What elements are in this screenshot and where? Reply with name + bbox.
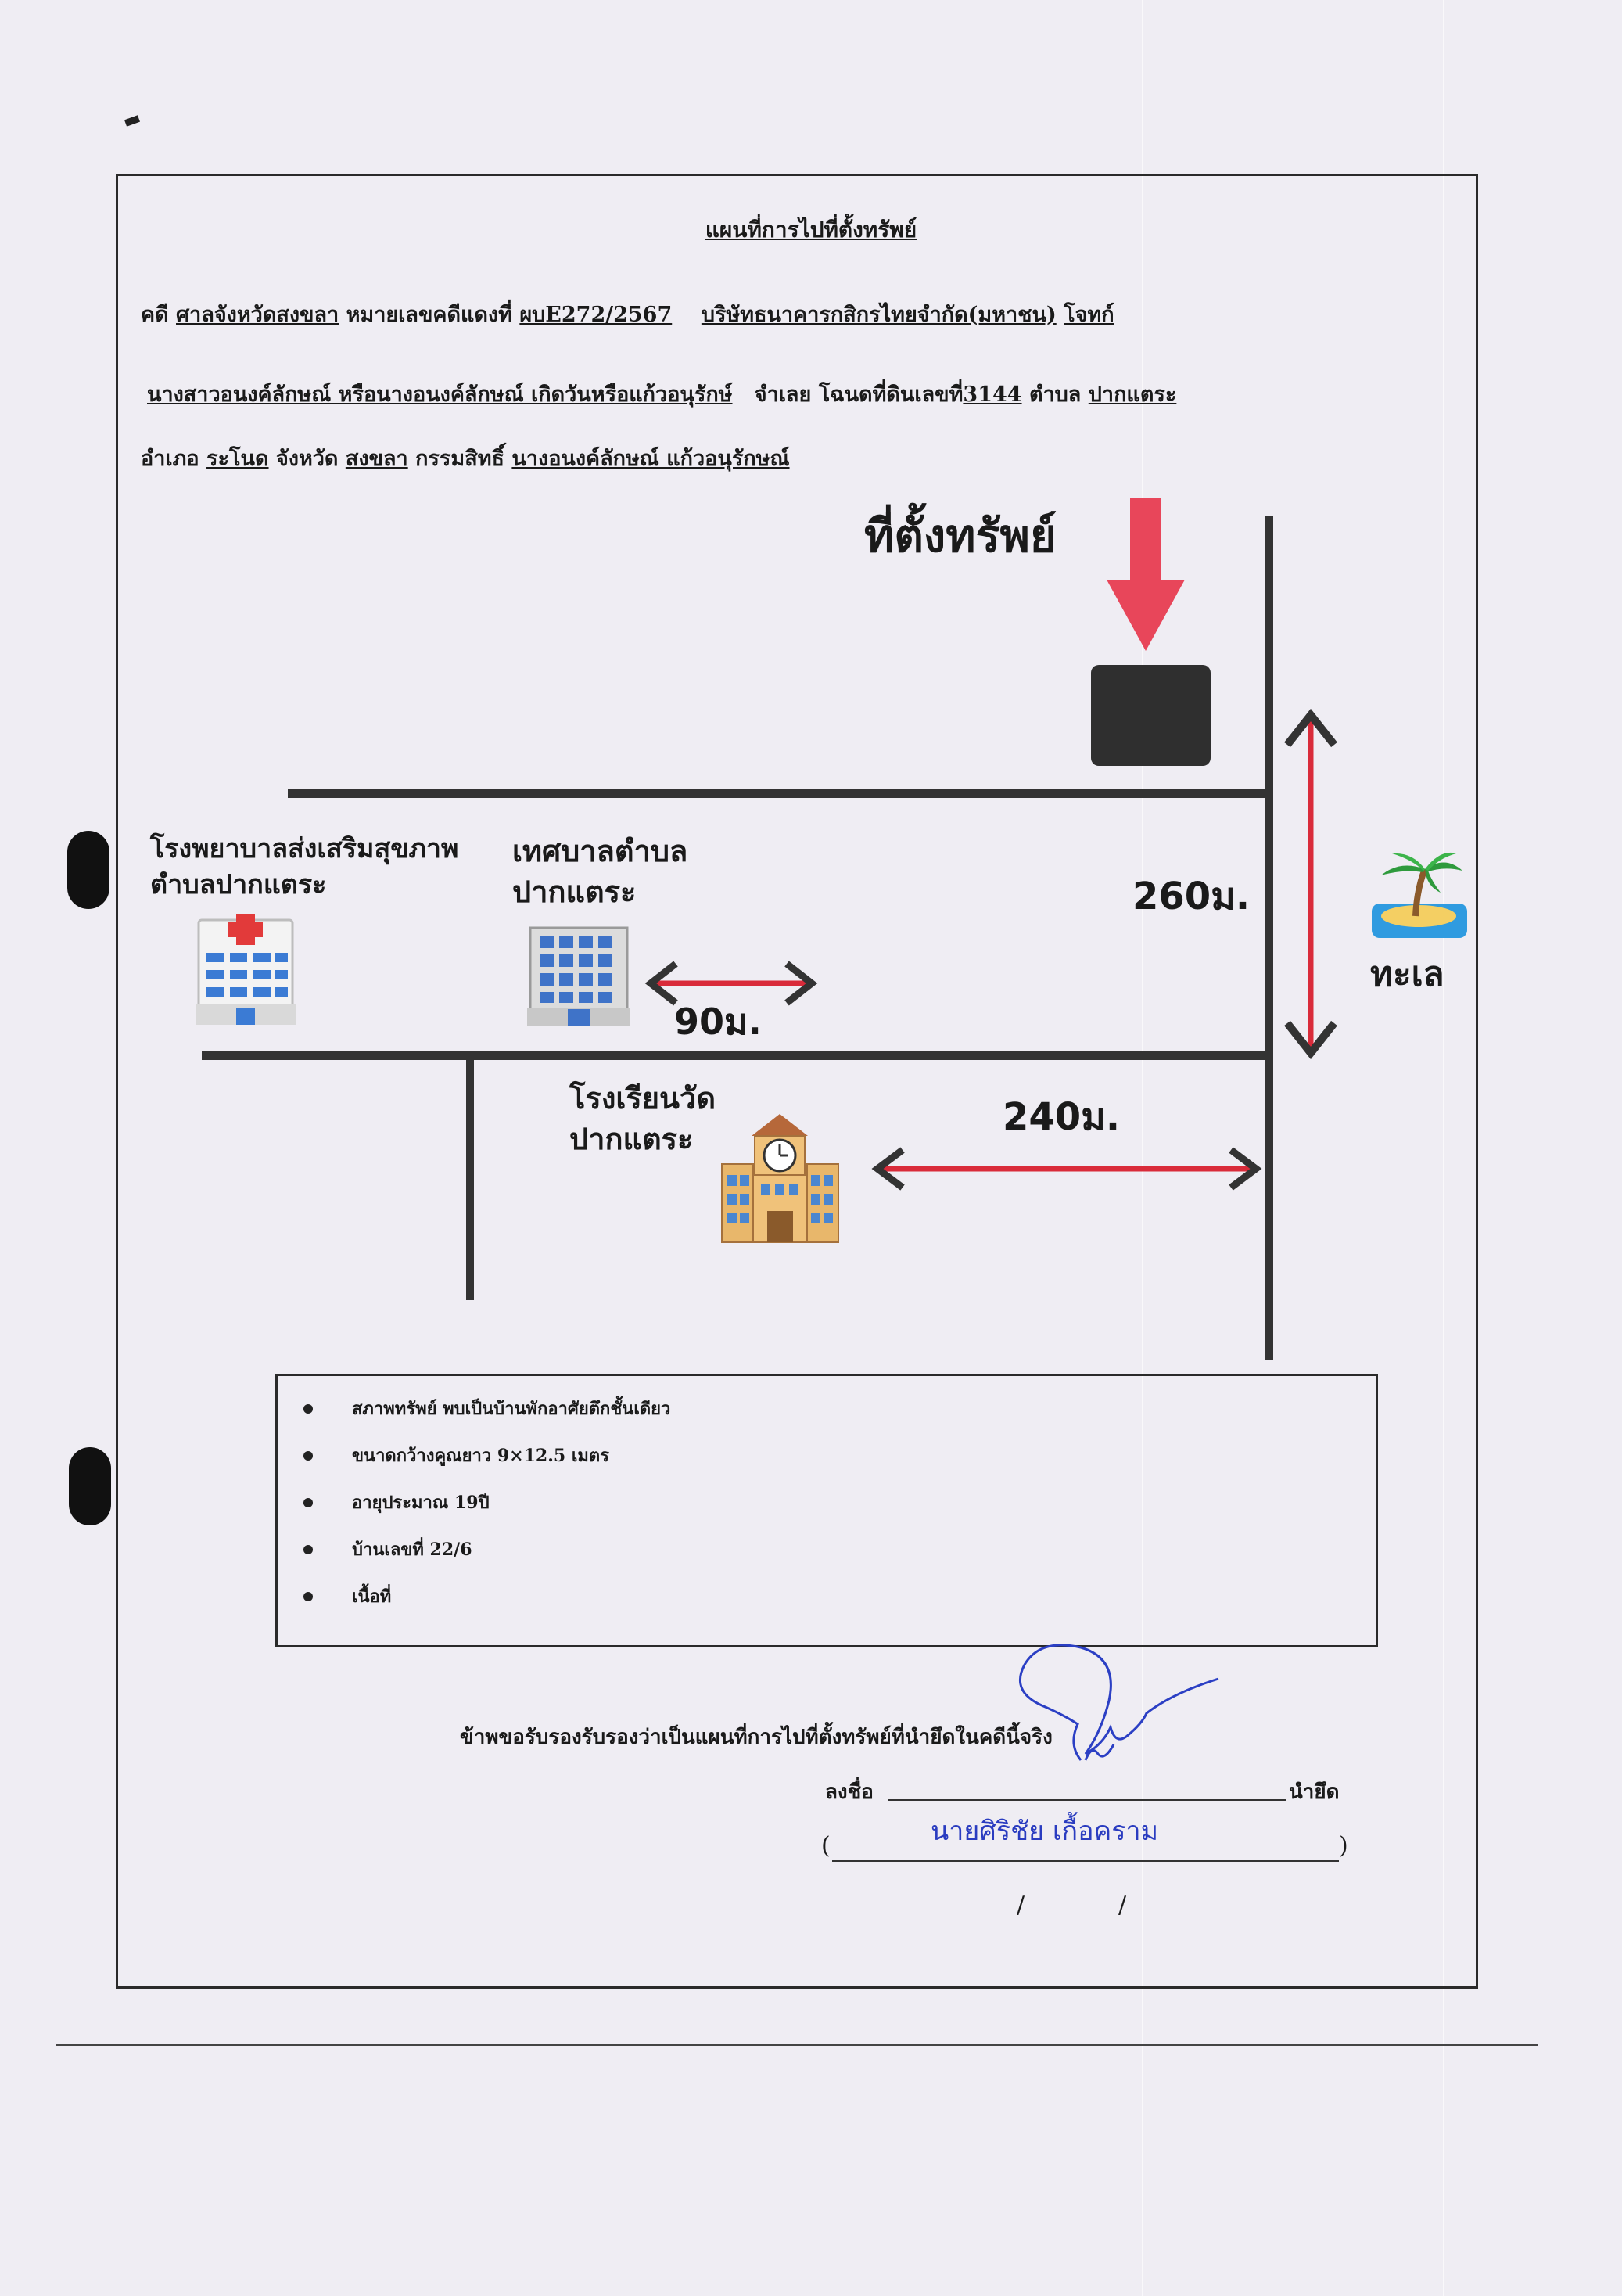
signature-line [888,1799,1286,1801]
road-lower [202,1051,1270,1060]
school-icon [721,1114,839,1243]
date-slash: / [1017,1892,1025,1919]
hospital-label: โรงพยาบาลส่งเสริมสุขภาพ ตำบลปากแตระ [150,831,458,903]
defendant-suffix: จำเลย [754,383,812,407]
municipality-label: เทศบาลตำบล ปากแตระ [512,831,687,912]
tambon-label: ตำบล [1028,383,1082,407]
office-building-icon [527,926,630,1026]
page-title: แผนที่การไปที่ตั้งทรัพย์ [705,217,917,243]
hospital-label-line: โรงพยาบาลส่งเสริมสุขภาพ [150,833,459,864]
island-icon [1372,852,1467,938]
property-block [1091,665,1211,766]
speck [124,115,140,127]
school-label-line: ปากแตระ [569,1122,694,1156]
distance-90-label: 90ม. [674,1001,762,1043]
road-side-vertical [466,1056,474,1300]
header-line-2: นางสาวอนงค์ลักษณ์ หรือนางอนงค์ลักษณ์ เกิ… [147,377,1176,411]
amphoe-name: ระโนด [206,447,269,471]
property-details-list: สภาพทรัพย์ พบเป็นบ้านพักอาศัยตึกชั้นเดีย… [278,1376,1376,1628]
punch-hole [69,1447,111,1525]
distance-260-label: 260ม. [1132,875,1251,918]
plaintiff-name: บริษัทธนาคารกสิกรไทยจำกัด(มหาชน) [701,303,1057,327]
detail-size: ขนาดกว้างคูณยาว 9×12.5 เมตร [303,1440,1376,1487]
paren-open: ( [821,1832,831,1859]
province-label: จังหวัด [275,447,339,471]
sea-label: ทะเล [1370,954,1444,994]
property-details-box: สภาพทรัพย์ พบเป็นบ้านพักอาศัยตึกชั้นเดีย… [275,1374,1378,1647]
hospital-icon [196,914,296,1025]
name-line [832,1860,1339,1862]
detail-house-number: บ้านเลขที่ 22/6 [303,1534,1376,1581]
detail-area: เนื้อที่ [303,1581,1376,1628]
property-label: ที่ตั้งทรัพย์ [864,509,1057,562]
school-label-line: โรงเรียนวัด [569,1081,716,1116]
red-no-label: หมายเลขคดีแดงที่ [346,303,512,327]
certification-statement: ข้าพขอรับรองรับรองว่าเป็นแผนที่การไปที่ต… [460,1726,1053,1749]
owner-label: กรรมสิทธิ์ [415,447,504,471]
road-main-vertical [1265,516,1273,1360]
signature [1018,1644,1219,1761]
paren-close: ) [1339,1832,1348,1859]
road-upper [288,789,1270,798]
tambon-name: ปากแตระ [1088,383,1177,407]
deed-label: โฉนดที่ดินเลขที่ [818,383,964,407]
signer-role: นำยึด [1289,1780,1340,1804]
plaintiff-suffix: โจทก์ [1064,303,1114,327]
school-label: โรงเรียนวัด ปากแตระ [569,1078,716,1159]
document-frame [116,174,1478,1989]
red-case-number: ผบE272/2567 [519,303,673,327]
punch-hole [67,831,109,909]
detail-condition: สภาพทรัพย์ พบเป็นบ้านพักอาศัยตึกชั้นเดีย… [303,1393,1376,1440]
header-line-3: อำเภอ ระโนด จังหวัด สงขลา กรรมสิทธิ์ นาง… [141,441,790,475]
fold-line [1142,0,1143,2296]
dimension-arrow-260 [1284,708,1337,1060]
header-line-1: คดี ศาลจังหวัดสงขลา หมายเลขคดีแดงที่ ผบE… [141,297,1114,331]
dimension-arrow-240 [871,1147,1262,1191]
footer-rule [56,2044,1538,2046]
sign-label: ลงชื่อ [825,1780,874,1804]
court-name: ศาลจังหวัดสงขลา [176,303,339,327]
down-arrow-icon [1107,498,1185,651]
distance-240-label: 240ม. [1003,1095,1121,1139]
owner-name: นางอนงค์ลักษณ์ แก้วอนุรักษณ์ [511,447,790,471]
date-slash: / [1118,1892,1127,1919]
fold-line [1443,0,1444,2296]
defendant-name: นางสาวอนงค์ลักษณ์ หรือนางอนงค์ลักษณ์ เกิ… [147,383,733,407]
municipality-label-line: เทศบาลตำบล [512,834,688,868]
signer-name-stamp: นายศิริชัย เกื้อคราม [931,1816,1159,1847]
province-name: สงขลา [345,447,408,471]
case-prefix: คดี [141,303,169,327]
deed-number: 3144 [963,383,1022,407]
municipality-label-line: ปากแตระ [512,875,637,909]
amphoe-label: อำเภอ [141,447,199,471]
hospital-label-line: ตำบลปากแตระ [150,869,327,900]
dimension-arrow-90 [644,961,818,1006]
detail-age: อายุประมาณ 19ปี [303,1487,1376,1534]
